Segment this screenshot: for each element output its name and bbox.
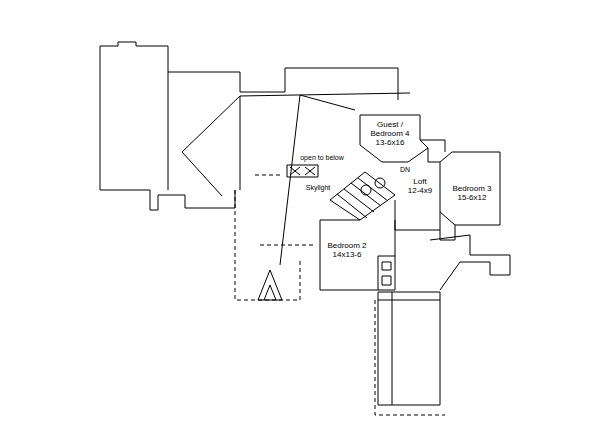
dashed-line bbox=[235, 175, 445, 415]
plan-note: DN bbox=[400, 166, 410, 174]
room-size: 15-6x12 bbox=[449, 193, 495, 202]
wall bbox=[320, 220, 395, 290]
wall bbox=[440, 152, 500, 225]
room-size: 12-4x9 bbox=[403, 186, 437, 195]
room-label: Bedroom 214x13-6 bbox=[324, 241, 370, 259]
room-name: Guest / Bedroom 4 bbox=[366, 120, 414, 138]
deck bbox=[430, 235, 510, 290]
room-size: 14x13-6 bbox=[324, 250, 370, 259]
room-label: Guest / Bedroom 413-6x16 bbox=[366, 120, 414, 147]
plan-note: Skylight bbox=[306, 184, 331, 192]
room-name: Loft bbox=[403, 177, 437, 186]
roof-ridge bbox=[168, 72, 240, 196]
room-name: Bedroom 2 bbox=[324, 241, 370, 250]
plan-note: open to below bbox=[300, 154, 344, 162]
room-label: Bedroom 315-6x12 bbox=[449, 184, 495, 202]
gable bbox=[258, 270, 282, 300]
roof-line bbox=[240, 93, 410, 265]
stair-down bbox=[378, 292, 440, 405]
wall bbox=[420, 140, 445, 162]
wall bbox=[395, 200, 455, 240]
roof-outline bbox=[100, 42, 398, 100]
open-below-box bbox=[287, 165, 318, 177]
skylight bbox=[361, 185, 371, 195]
room-name: Bedroom 3 bbox=[449, 184, 495, 193]
wall bbox=[360, 115, 428, 162]
stair bbox=[330, 172, 395, 220]
skylight bbox=[375, 178, 385, 188]
room-label: Loft12-4x9 bbox=[403, 177, 437, 195]
room-size: 13-6x16 bbox=[366, 138, 414, 147]
fixture bbox=[378, 256, 395, 290]
